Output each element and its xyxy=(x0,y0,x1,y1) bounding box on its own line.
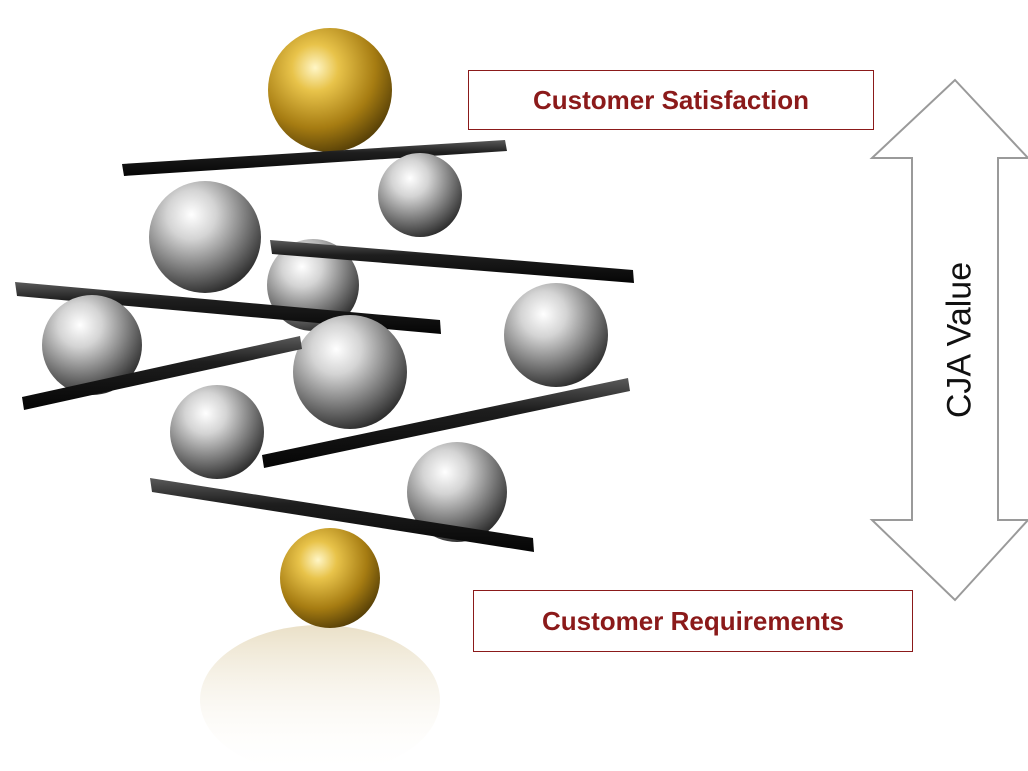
customer-satisfaction-text: Customer Satisfaction xyxy=(533,84,809,115)
silver-sphere xyxy=(42,295,142,395)
plank xyxy=(270,240,634,283)
customer-requirements-text: Customer Requirements xyxy=(542,605,844,636)
cja-value-label: CJA Value xyxy=(940,261,979,419)
customer-requirements-label: Customer Requirements xyxy=(473,590,913,652)
double-arrow-icon xyxy=(869,78,1028,602)
gold-sphere-top xyxy=(268,28,392,152)
silver-sphere xyxy=(293,315,407,429)
silver-sphere xyxy=(149,181,261,293)
silver-sphere xyxy=(378,153,462,237)
silver-sphere xyxy=(170,385,264,479)
silver-sphere xyxy=(504,283,608,387)
gold-sphere-bottom xyxy=(280,528,380,628)
plank xyxy=(150,478,534,552)
floor-reflection xyxy=(200,625,440,771)
plank xyxy=(22,336,302,410)
customer-satisfaction-label: Customer Satisfaction xyxy=(468,70,874,130)
plank xyxy=(262,378,630,468)
silver-sphere xyxy=(407,442,507,542)
plank xyxy=(122,140,507,176)
